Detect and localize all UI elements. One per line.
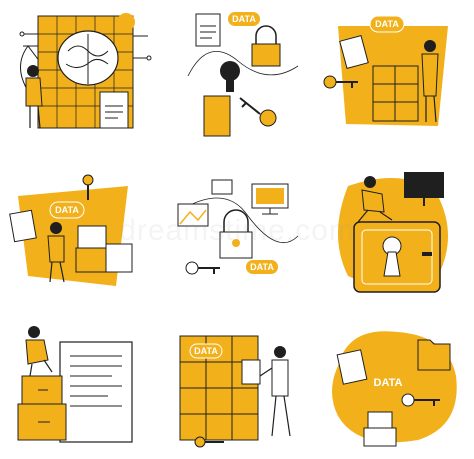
data-tag-label: DATA — [375, 19, 399, 29]
key-icon — [239, 97, 277, 127]
key-icon — [185, 261, 220, 275]
circuit-icon — [19, 31, 152, 61]
key-icon — [401, 393, 440, 407]
document-icon — [339, 35, 369, 69]
data-tag-label: DATA — [194, 346, 218, 356]
data-tag-label: DATA — [232, 14, 256, 24]
data-tag-label: DATA — [250, 262, 274, 272]
box-icon — [17, 375, 67, 441]
document-icon — [9, 209, 37, 243]
person-icon — [357, 176, 393, 223]
data-tag: DATA — [374, 377, 403, 389]
tile-man-on-safe — [318, 166, 466, 304]
key-icon — [323, 75, 358, 89]
keyhole-icon — [220, 61, 240, 92]
network-line — [187, 51, 299, 77]
person-icon — [259, 346, 291, 437]
network-line — [187, 197, 299, 244]
document-icon — [99, 91, 129, 129]
person-icon — [47, 222, 65, 283]
document-icon — [195, 13, 221, 47]
brain-icon — [57, 30, 119, 86]
tile-man-stacking-boxes: DATA — [8, 166, 156, 304]
key-icon — [82, 174, 94, 200]
key-icon — [194, 436, 224, 448]
person-icon — [25, 65, 43, 129]
padlock-icon — [251, 25, 281, 67]
data-tag-label: DATA — [374, 377, 403, 389]
tile-brain-chip — [8, 6, 156, 144]
document-icon — [336, 349, 368, 385]
tile-padlock-keyhole: DATA — [168, 6, 316, 144]
data-tag-label: DATA — [55, 205, 79, 215]
tile-woman-file-cabinet: DATA — [318, 6, 466, 144]
file-cabinet-icon — [372, 65, 419, 122]
keyhole-icon — [382, 236, 402, 277]
tile-woman-on-documents — [8, 316, 156, 454]
data-tag: DATA — [228, 12, 260, 26]
monitor-icon — [404, 172, 444, 206]
box-icon — [75, 225, 133, 273]
folder-icon — [417, 339, 451, 371]
data-tag: DATA — [189, 343, 223, 359]
accent-dot — [117, 13, 135, 31]
monitor-icon — [251, 183, 289, 215]
data-tag: DATA — [369, 15, 405, 33]
tile-padlock-network: DATA — [168, 166, 316, 304]
chip-card — [203, 95, 231, 137]
padlock-icon — [219, 209, 253, 259]
data-tag: DATA — [246, 260, 278, 274]
small-document — [211, 179, 233, 195]
person-icon — [421, 40, 439, 123]
document-icon — [241, 359, 261, 385]
person-icon — [25, 326, 53, 377]
watermark: dreamstime.com — [119, 214, 355, 247]
box-icon — [363, 411, 397, 447]
document-icon — [59, 341, 133, 443]
image-icon — [177, 203, 209, 227]
tile-data-blob-archive: DATA — [318, 316, 466, 454]
data-tag: DATA — [49, 201, 85, 219]
tile-man-storage-shelf: DATA — [168, 316, 316, 454]
